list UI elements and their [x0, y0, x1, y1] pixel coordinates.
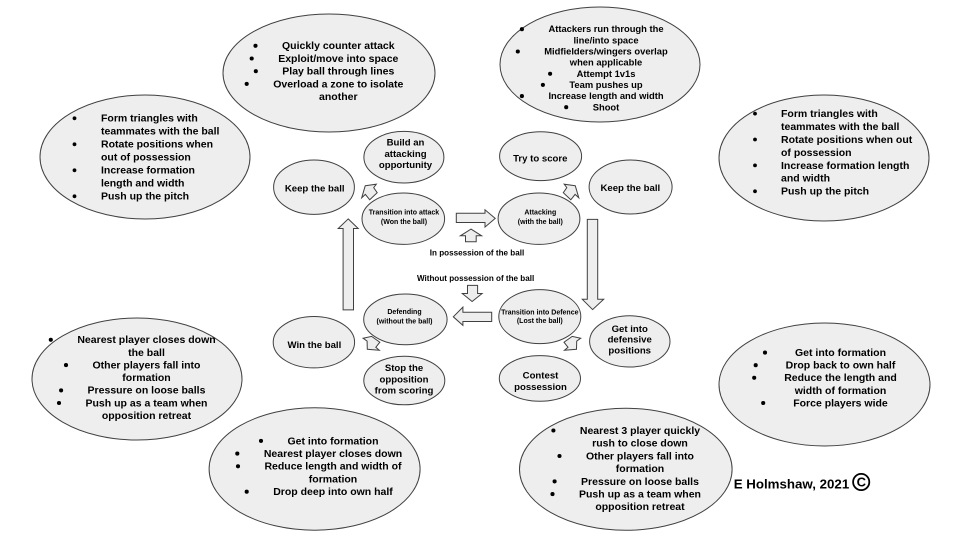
svg-text:teammates with the ball: teammates with the ball	[781, 121, 900, 133]
svg-text:formation: formation	[122, 372, 170, 384]
svg-text:Defending: Defending	[387, 309, 421, 316]
svg-text:Push up as a team when: Push up as a team when	[86, 397, 208, 409]
svg-text:opposition retreat: opposition retreat	[102, 410, 192, 422]
svg-text:Pressure on loose balls: Pressure on loose balls	[88, 385, 206, 397]
svg-text:Force players wide: Force players wide	[793, 397, 888, 409]
svg-text:Nearest 3 player quickly: Nearest 3 player quickly	[580, 425, 700, 437]
svg-text:Quickly counter attack: Quickly counter attack	[282, 40, 395, 52]
svg-text:Transition into Defence: Transition into Defence	[501, 309, 579, 316]
svg-text:opposition: opposition	[379, 374, 428, 385]
svg-text:of possession: of possession	[781, 147, 852, 159]
svg-text:Form triangles with: Form triangles with	[781, 108, 878, 120]
svg-text:Transition into attack: Transition into attack	[369, 210, 440, 217]
svg-text:In possession of the ball: In possession of the ball	[430, 249, 524, 258]
svg-text:E Holmshaw, 2021: E Holmshaw, 2021	[734, 476, 850, 491]
svg-text:Push up the pitch: Push up the pitch	[781, 186, 869, 198]
svg-text:and width: and width	[781, 173, 830, 185]
svg-text:Keep the ball: Keep the ball	[600, 183, 660, 194]
svg-text:length and width: length and width	[101, 178, 184, 190]
svg-text:Increase formation: Increase formation	[101, 165, 195, 177]
svg-text:opportunity: opportunity	[379, 160, 433, 171]
svg-text:defensive: defensive	[608, 335, 652, 346]
svg-text:Attacking: Attacking	[524, 210, 556, 217]
svg-text:Shoot: Shoot	[593, 101, 620, 112]
svg-text:Contest: Contest	[523, 371, 560, 382]
svg-text:Other players fall into: Other players fall into	[93, 360, 201, 372]
svg-text:Build an: Build an	[387, 138, 425, 149]
svg-text:Nearest player closes down: Nearest player closes down	[264, 448, 402, 460]
svg-text:Form triangles with: Form triangles with	[101, 113, 198, 125]
svg-text:C: C	[857, 475, 867, 490]
svg-text:out of possession: out of possession	[101, 152, 191, 164]
svg-text:Increase formation length: Increase formation length	[781, 160, 909, 172]
svg-text:Get into: Get into	[612, 324, 648, 335]
svg-text:Rotate positions when out: Rotate positions when out	[781, 134, 913, 146]
svg-text:Attempt 1v1s: Attempt 1v1s	[577, 68, 636, 79]
svg-text:Get into formation: Get into formation	[288, 435, 379, 447]
svg-text:Try to score: Try to score	[513, 153, 567, 164]
svg-text:Rotate positions when: Rotate positions when	[101, 139, 213, 151]
svg-text:Without possession of the ball: Without possession of the ball	[417, 274, 534, 283]
svg-text:positions: positions	[608, 346, 651, 357]
svg-text:Attackers run through the: Attackers run through the	[548, 23, 663, 34]
svg-text:formation: formation	[309, 473, 357, 485]
svg-text:(Lost the ball): (Lost the ball)	[517, 318, 563, 325]
svg-text:possession: possession	[514, 382, 567, 393]
svg-text:(with the ball): (with the ball)	[518, 219, 563, 226]
svg-text:formation: formation	[616, 463, 664, 475]
svg-text:Midfielders/wingers overlap: Midfielders/wingers overlap	[544, 46, 668, 57]
svg-text:Push up the pitch: Push up the pitch	[101, 191, 189, 203]
svg-text:Reduce the length and: Reduce the length and	[784, 372, 897, 384]
svg-text:opposition retreat: opposition retreat	[595, 501, 685, 513]
svg-text:Overload a zone to isolate: Overload a zone to isolate	[273, 78, 403, 90]
svg-text:Other players fall into: Other players fall into	[586, 450, 694, 462]
svg-text:Play ball through lines: Play ball through lines	[282, 66, 394, 78]
svg-text:when applicable: when applicable	[569, 57, 642, 68]
svg-text:line/into space: line/into space	[573, 34, 638, 45]
svg-text:Stop the: Stop the	[385, 363, 423, 374]
svg-text:Keep the ball: Keep the ball	[285, 184, 345, 195]
svg-text:Increase length and width: Increase length and width	[548, 90, 663, 101]
svg-text:Nearest player closes down: Nearest player closes down	[77, 334, 215, 346]
svg-text:Team pushes up: Team pushes up	[569, 79, 643, 90]
svg-text:(Won the ball): (Won the ball)	[381, 219, 427, 226]
svg-text:Drop back to own half: Drop back to own half	[786, 360, 896, 372]
svg-text:the ball: the ball	[128, 347, 165, 359]
svg-text:Push up as a team when: Push up as a team when	[579, 489, 701, 501]
svg-text:Reduce length and width of: Reduce length and width of	[264, 461, 402, 473]
svg-text:Get into formation: Get into formation	[795, 347, 886, 359]
svg-text:rush to close down: rush to close down	[592, 438, 688, 450]
svg-text:attacking: attacking	[384, 149, 426, 160]
svg-text:teammates with the ball: teammates with the ball	[101, 126, 220, 138]
svg-text:from scoring: from scoring	[375, 386, 434, 397]
svg-text:Pressure on loose balls: Pressure on loose balls	[581, 476, 699, 488]
svg-text:another: another	[319, 91, 358, 103]
svg-text:Drop deep into own half: Drop deep into own half	[273, 486, 393, 498]
svg-text:Win the ball: Win the ball	[288, 340, 342, 351]
svg-text:(without the ball): (without the ball)	[377, 318, 433, 325]
svg-text:Exploit/move into space: Exploit/move into space	[278, 53, 398, 65]
svg-text:width of formation: width of formation	[794, 385, 887, 397]
